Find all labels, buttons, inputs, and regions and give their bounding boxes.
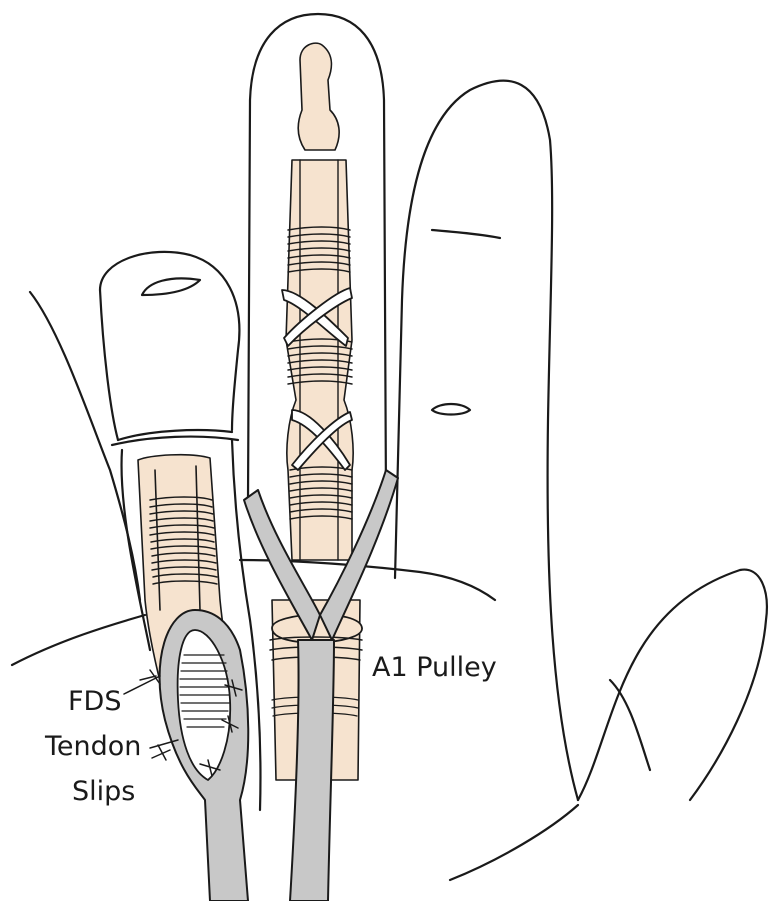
a1-pulley-label: A1 Pulley [372, 654, 497, 681]
fds-label-line-2: Tendon [45, 733, 141, 760]
fds-label-line-1: FDS [68, 688, 121, 715]
little-finger [578, 570, 767, 800]
fds-label-line-3: Slips [72, 778, 135, 805]
index-fds-tendon-loop [160, 610, 249, 901]
ring-finger [395, 81, 578, 800]
